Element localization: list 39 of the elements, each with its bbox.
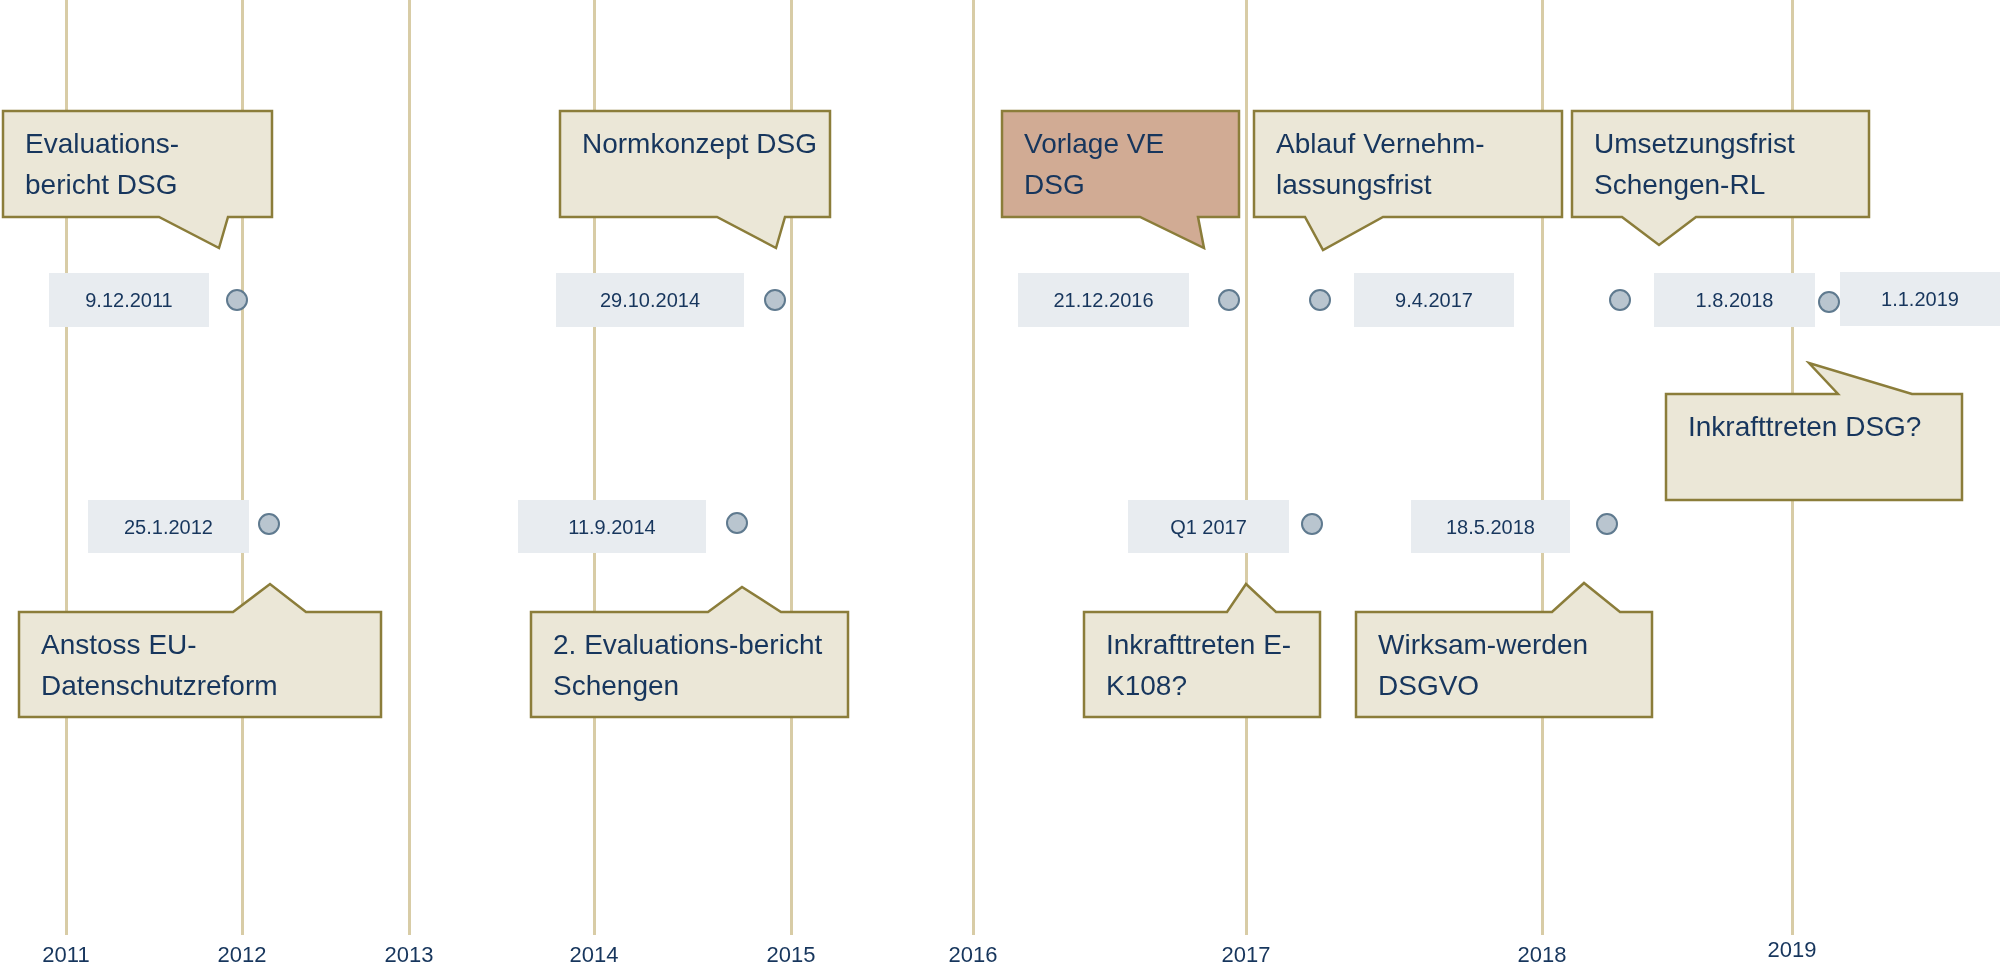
callout-text: Anstoss EU-Datenschutzreform <box>41 628 279 703</box>
callout-bubble <box>1354 581 1654 719</box>
callout-text: Inkrafttreten DSG? <box>1688 410 1923 444</box>
callout-text: Wirksam-werden DSGVO <box>1378 628 1590 703</box>
year-label: 2013 <box>384 942 434 968</box>
date-label: 9.12.2011 <box>49 273 209 327</box>
year-label: 2018 <box>1517 942 1567 968</box>
date-label: 18.5.2018 <box>1411 500 1570 553</box>
year-label: 2015 <box>766 942 816 968</box>
date-label: Q1 2017 <box>1128 500 1289 553</box>
callout-bubble <box>1 109 274 250</box>
callout-text: Inkrafttreten E-K108? <box>1106 628 1293 703</box>
callout-text: Ablauf Vernehm-lassungsfrist <box>1276 127 1486 202</box>
date-label: 11.9.2014 <box>518 500 706 553</box>
callout-bubble <box>529 585 850 719</box>
date-label: 29.10.2014 <box>556 273 744 327</box>
date-label: 9.4.2017 <box>1354 273 1514 327</box>
year-label: 2014 <box>569 942 619 968</box>
callout-bubble <box>17 582 383 719</box>
callout-bubble <box>1000 109 1241 250</box>
callout-text: Vorlage VE DSG <box>1024 127 1166 202</box>
callout-text: Evaluations-bericht DSG <box>25 127 181 202</box>
callout-bubble <box>558 109 832 250</box>
year-label: 2016 <box>948 942 998 968</box>
date-label: 21.12.2016 <box>1018 273 1189 327</box>
year-label: 2017 <box>1221 942 1271 968</box>
date-label: 1.1.2019 <box>1840 272 2000 326</box>
callout-bubble <box>1082 582 1322 719</box>
callout-text: Umsetzungsfrist Schengen-RL <box>1594 127 1796 202</box>
callout-bubble <box>1252 109 1564 252</box>
callout-bubble <box>1570 109 1871 247</box>
year-label: 2012 <box>217 942 267 968</box>
callout-text: Normkonzept DSG <box>582 127 818 161</box>
year-label: 2011 <box>42 942 90 968</box>
year-label: 2019 <box>1767 937 1817 963</box>
date-label: 25.1.2012 <box>88 500 249 553</box>
date-label: 1.8.2018 <box>1654 273 1815 327</box>
callout-bubble <box>1664 361 1964 502</box>
callout-text: 2. Evaluations-bericht Schengen <box>553 628 824 703</box>
